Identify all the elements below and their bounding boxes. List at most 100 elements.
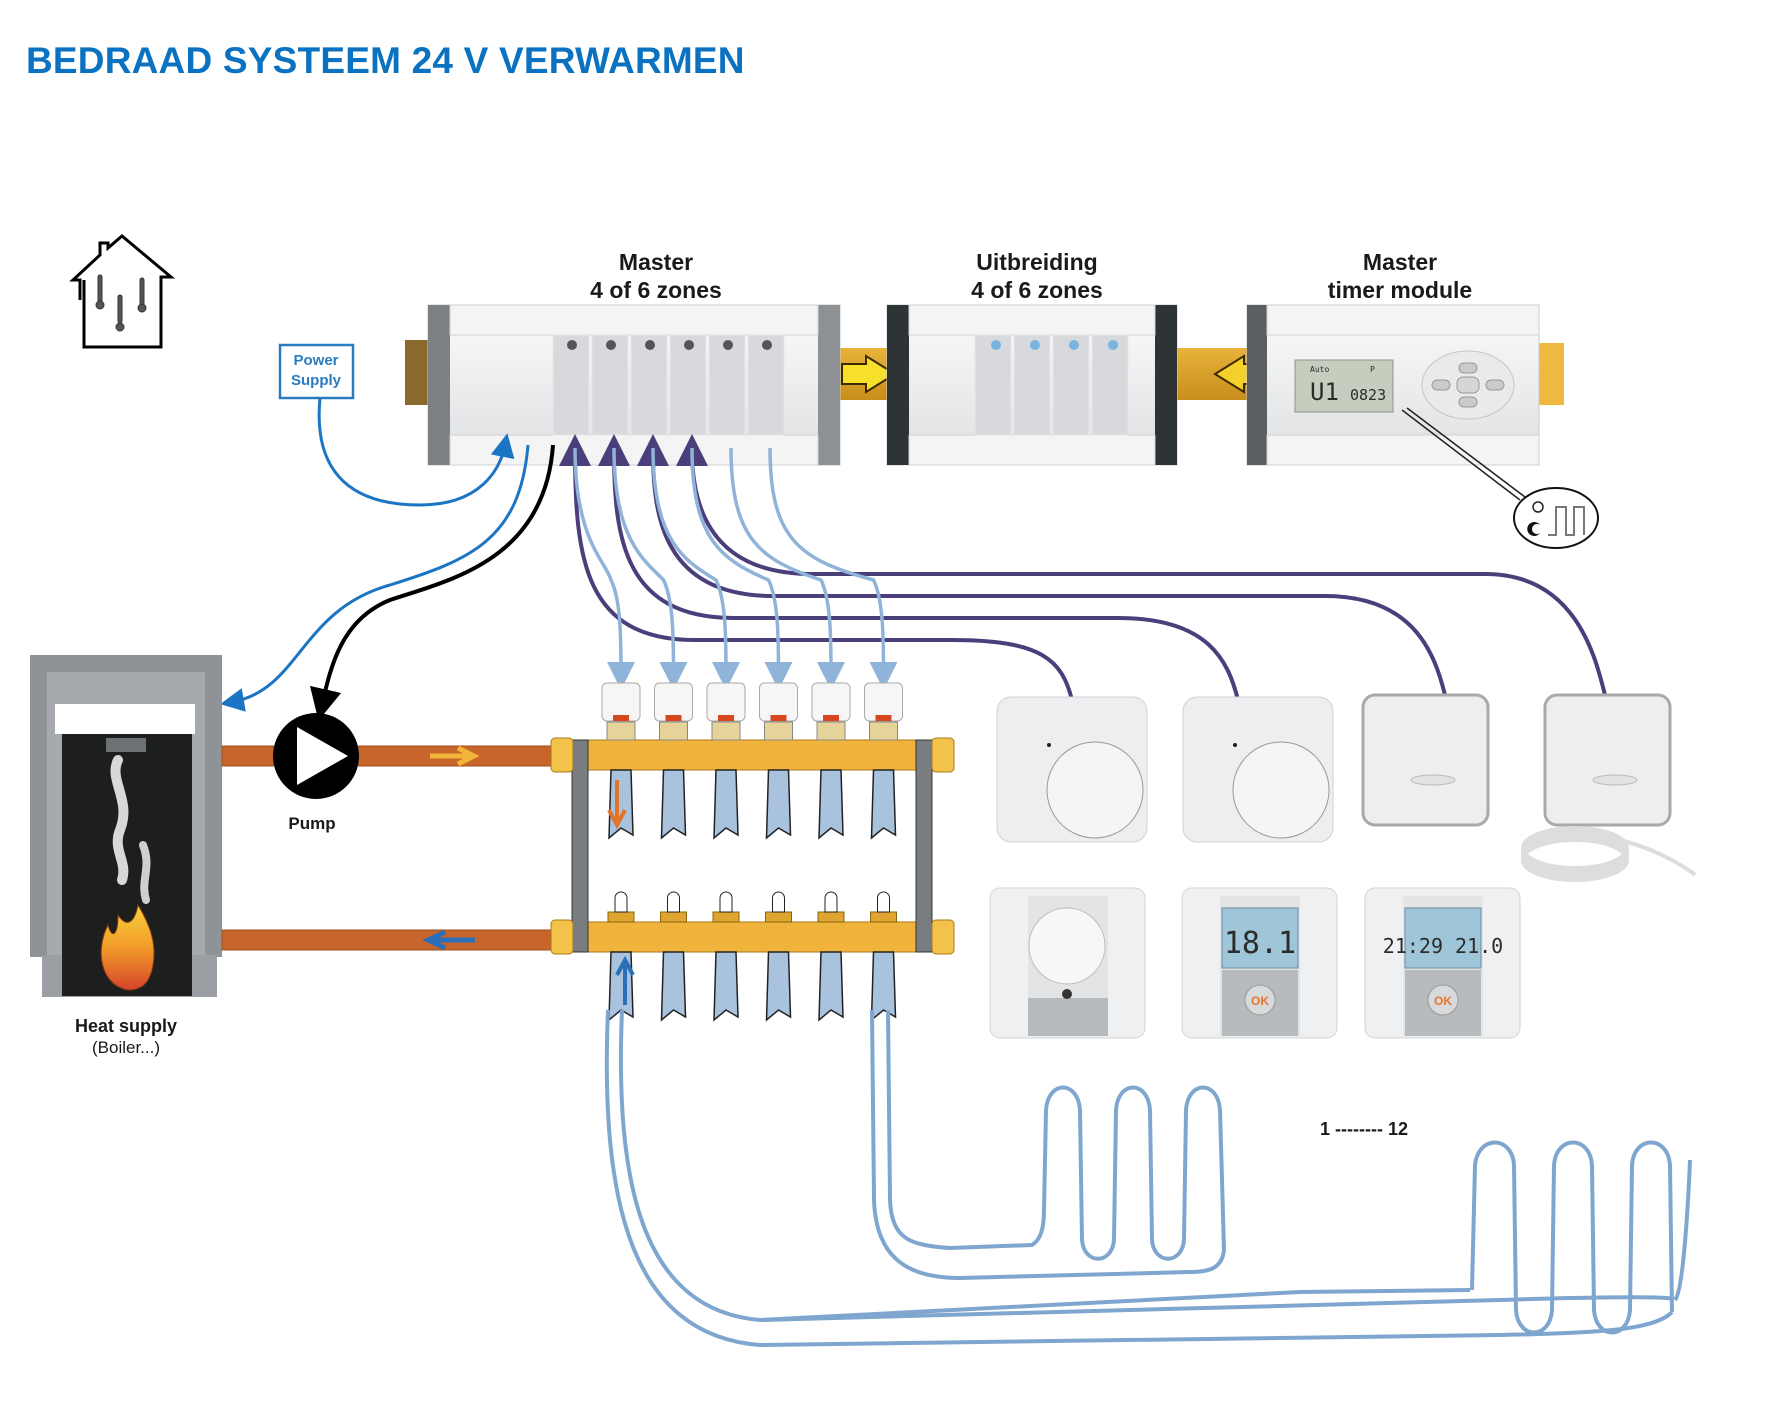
thermostat-wire [676, 434, 1607, 696]
extension-label-2: 4 of 6 zones [971, 277, 1103, 303]
zone-led [684, 340, 694, 350]
return-tail-pipe [870, 951, 897, 1022]
return-valve-cap [719, 891, 733, 913]
ok-button-label[interactable]: OK [1434, 994, 1452, 1008]
return-valve-cap [667, 891, 680, 913]
return-valve-base [607, 911, 635, 923]
actuator-wire [573, 447, 635, 690]
setpoint-dial [1232, 741, 1330, 839]
actuator-wires [573, 447, 898, 690]
zone-channel [708, 334, 746, 436]
zone-led [606, 340, 616, 350]
zone-channel [974, 334, 1012, 436]
status-led [1047, 743, 1051, 747]
return-tail-pipe [765, 951, 792, 1022]
connect-arrow-icon [841, 354, 897, 394]
actuator-indicator [613, 715, 629, 721]
power-supply-label-2: Supply [291, 372, 342, 389]
actuator-base [816, 721, 846, 741]
master-label-2: 4 of 6 zones [590, 277, 722, 303]
actuator-wire [612, 447, 688, 690]
room-sensor [1361, 693, 1490, 827]
return-tail-pipe [660, 951, 687, 1022]
key-left[interactable] [1431, 379, 1451, 391]
return-valve-cap [772, 891, 785, 913]
status-led [1233, 743, 1237, 747]
power-supply-label-1: Power [293, 352, 338, 369]
key-down[interactable] [1458, 396, 1478, 408]
zone-led [567, 340, 577, 350]
thermostat-wire [559, 434, 1074, 701]
thermostat-wires [559, 434, 1607, 701]
ok-button-label[interactable]: OK [1251, 994, 1269, 1008]
zone-channel [591, 334, 629, 436]
ok-button [1244, 984, 1276, 1016]
zone-led [1030, 340, 1040, 350]
key-right[interactable] [1485, 379, 1505, 391]
actuator-base [869, 721, 898, 741]
zone-channel [1091, 334, 1129, 436]
actuator-wire [729, 447, 845, 690]
setpoint-dial [1028, 907, 1106, 985]
thermostat-wire [598, 434, 1240, 701]
actuator-indicator [665, 715, 682, 721]
cable-loop [1521, 838, 1629, 882]
return-valve-base [712, 911, 740, 923]
zone-channel [1052, 334, 1090, 436]
timer-label-2: timer module [1328, 277, 1472, 303]
return-valve-cap [824, 891, 838, 913]
actuator-base [764, 721, 793, 741]
pump-control-wire [309, 444, 555, 721]
cable-end [1619, 838, 1697, 877]
supply-tail-pipe [713, 769, 739, 840]
return-valve-base [765, 911, 792, 923]
timer-label-1: Master [1363, 249, 1437, 275]
zone-led [762, 340, 772, 350]
boiler-label-1: Heat supply [75, 1016, 177, 1036]
lcd-display [1221, 907, 1299, 969]
return-valve-base [817, 911, 845, 923]
actuator-base [659, 721, 688, 741]
actuator-indicator [770, 715, 787, 721]
digital-thermostat: 18.1OK [1181, 887, 1338, 1039]
zone-led [1069, 340, 1079, 350]
lcd-reading: 21:29 21.0 [1383, 934, 1503, 958]
return-flow-arrow-icon [422, 929, 475, 951]
actuator-wire [690, 447, 793, 690]
zone-led [645, 340, 655, 350]
actuator-indicator [823, 715, 839, 721]
actuator-indicator [718, 715, 734, 721]
actuator-wire [768, 447, 898, 690]
zone-led [723, 340, 733, 350]
din-rail-right [1538, 343, 1564, 405]
supply-flow-arrow-icon [607, 780, 627, 830]
zone-led [991, 340, 1001, 350]
sensor-cable-coil [1521, 826, 1697, 882]
zone-channel [552, 334, 590, 436]
boiler-label-2: (Boiler...) [92, 1038, 160, 1057]
key-ok[interactable] [1456, 376, 1480, 394]
sensor-body [1361, 693, 1490, 827]
dial-thermostat [989, 887, 1146, 1039]
actuator-base [711, 721, 741, 741]
return-tail-pipe [608, 951, 634, 1022]
pump-label: Pump [288, 814, 335, 833]
sensor-body [1543, 693, 1672, 827]
return-tail-pipe [818, 951, 844, 1022]
house-thermometers-icon [69, 234, 176, 349]
zone-channel [747, 334, 785, 436]
zone-led [1108, 340, 1118, 350]
supply-tail-pipe [870, 769, 897, 840]
supply-tail-pipe [765, 769, 792, 840]
actuator-base [606, 721, 636, 741]
key-up[interactable] [1458, 362, 1478, 374]
lcd-mode: Auto [1310, 365, 1329, 374]
supply-flow-arrow-icon [430, 745, 480, 767]
dial-thermostat [1182, 696, 1334, 843]
bottom-cover [1028, 998, 1108, 1036]
supply-tail-pipe [660, 769, 687, 840]
programmable-thermostat: 21:29 21.0OK [1364, 887, 1521, 1039]
supply-tail-pipe [818, 769, 844, 840]
return-valve-base [870, 911, 897, 923]
